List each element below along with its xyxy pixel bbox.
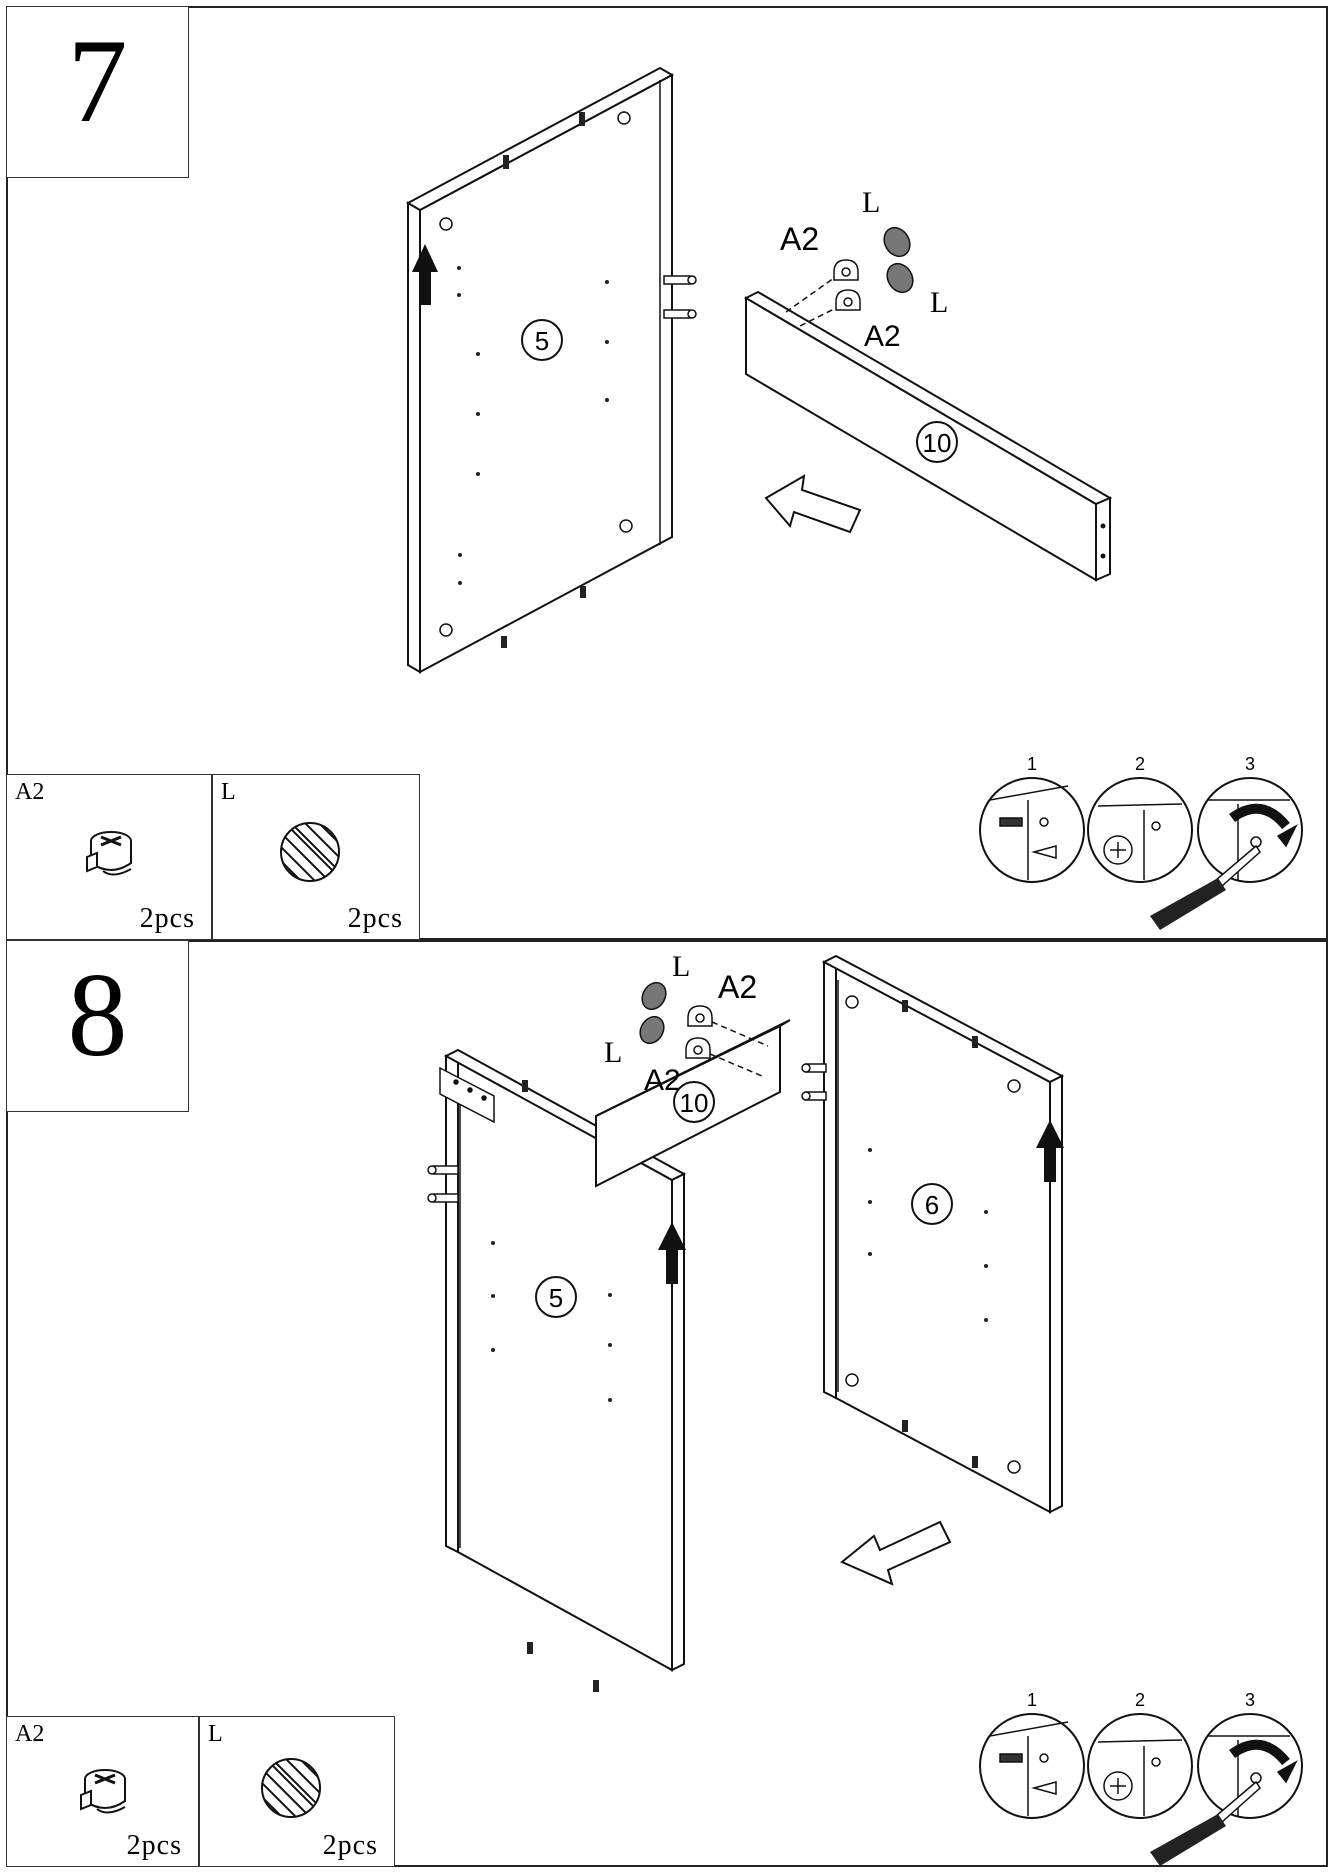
step-8-part-a2: A2 2pcs [6, 1716, 199, 1867]
cam-lock-icon [86, 831, 132, 876]
step-8-cover-caps [639, 981, 667, 1045]
part-qty: 2pcs [322, 1830, 378, 1861]
step-8-label-a2-top: A2 [718, 969, 757, 1005]
step-8-procedure-1: 1 [1027, 1690, 1037, 1710]
step-8-number: 8 [67, 948, 128, 1081]
cover-cap-icon [280, 822, 340, 882]
step-7-number-box: 7 [6, 6, 189, 178]
step-8-procedure-2: 2 [1135, 1690, 1145, 1710]
step-8-number-box: 8 [6, 940, 189, 1112]
step-7-panel-5 [405, 66, 675, 674]
step-8-bracket [439, 1066, 495, 1124]
step-7-panel [6, 6, 1328, 940]
step-8-up-arrow-icon [658, 1222, 686, 1284]
step-7-label-5: 5 [535, 326, 549, 356]
part-code: A2 [15, 1721, 45, 1747]
step-8-part-l: L 2pcs [199, 1716, 395, 1867]
step-8-callout-10 [673, 1081, 715, 1123]
step-7-part-a2: A2 2pcs [6, 774, 212, 940]
step-7-procedure [979, 777, 1303, 883]
step-7-part-l: L 2pcs [212, 774, 420, 940]
step-7-up-arrow-icon [412, 244, 438, 305]
step-7-label-l-top: L [862, 186, 880, 219]
step-7-label-10: 10 [923, 428, 952, 458]
step-8-dowels-left [427, 1165, 459, 1203]
step-8-label-l-top: L [672, 950, 690, 983]
step-8-screwdriver-icon [1150, 1780, 1261, 1866]
step-7-label-a2-top: A2 [780, 221, 819, 257]
step-8-label-10: 10 [680, 1088, 709, 1118]
part-qty: 2pcs [347, 903, 403, 934]
step-7-cam-fittings [833, 259, 861, 311]
part-code: L [208, 1721, 223, 1747]
step-7-procedure-details [989, 785, 1298, 880]
step-8-dowels-right [801, 1063, 827, 1101]
step-7-procedure-1: 1 [1027, 754, 1037, 774]
step-8-callout-6 [911, 1183, 953, 1225]
step-7-callout-10 [916, 421, 958, 463]
step-8-procedure-details [989, 1721, 1298, 1816]
step-7-procedure-3: 3 [1245, 754, 1255, 774]
step-8-direction-arrow-icon [840, 1520, 952, 1586]
step-8-callout-5 [535, 1276, 577, 1318]
step-7-direction-arrow-icon [764, 474, 862, 534]
part-qty: 2pcs [126, 1830, 182, 1861]
step-8-label-l-bottom: L [604, 1036, 622, 1069]
step-8-panel-6-holes [845, 995, 1021, 1474]
step-7-screwdriver-icon [1150, 844, 1261, 930]
step-8-label-6: 6 [925, 1190, 939, 1220]
cam-lock-icon [80, 1769, 126, 1814]
step-7-number: 7 [67, 14, 128, 147]
step-7-cover-caps [883, 226, 914, 294]
step-8-label-a2-bottom: A2 [644, 1064, 681, 1097]
step-8-procedure [979, 1713, 1303, 1819]
step-7-callout-5 [521, 319, 563, 361]
step-7-panel-5-holes [439, 111, 633, 648]
step-8-label-5: 5 [549, 1283, 563, 1313]
step-8-procedure-3: 3 [1245, 1690, 1255, 1710]
part-code: L [221, 779, 236, 805]
step-8-panel-6 [821, 954, 1065, 1514]
cover-cap-icon [261, 1758, 321, 1818]
step-7-procedure-2: 2 [1135, 754, 1145, 774]
step-8-cam-fittings [685, 1005, 713, 1059]
step-8-illustration: 5 10 6 L L A2 A [427, 950, 1303, 1866]
step-7-label-a2-bottom: A2 [864, 320, 901, 353]
step-8-panel-6-arrow-icon [1036, 1120, 1064, 1182]
part-qty: 2pcs [139, 903, 195, 934]
step-7-illustration: 5 10 A2 A2 L L 1 [405, 66, 1303, 930]
step-7-label-l-bottom: L [930, 286, 948, 319]
part-code: A2 [15, 779, 45, 805]
step-7-dowels [663, 275, 697, 319]
step-8-panel [6, 940, 1328, 1867]
